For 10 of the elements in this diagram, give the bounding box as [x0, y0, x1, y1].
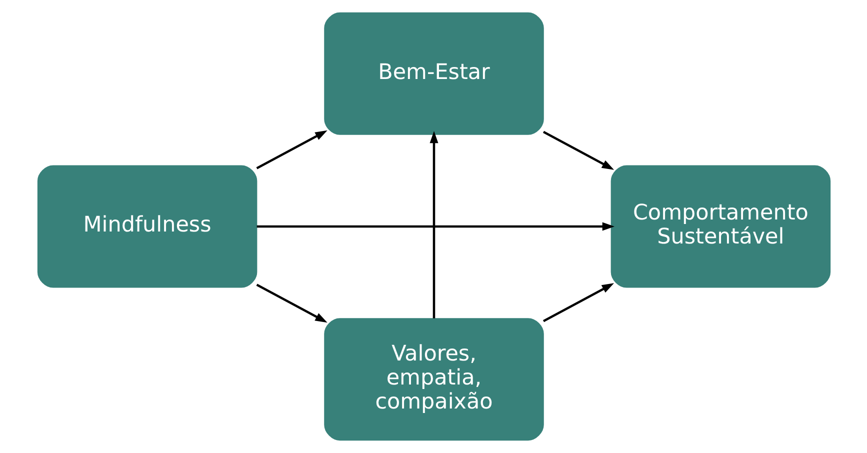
arrow [256, 130, 327, 170]
arrow [542, 283, 614, 322]
arrow [256, 222, 614, 231]
node-box: Valores, empatia, compaixão [324, 318, 544, 441]
arrow [256, 284, 327, 323]
arrow [429, 130, 438, 318]
node-box: Bem-Estar [324, 12, 544, 135]
node-box: Comportamento Sustentável [610, 165, 830, 288]
node-box: Mindfulness [36, 165, 257, 288]
arrow [542, 130, 614, 170]
